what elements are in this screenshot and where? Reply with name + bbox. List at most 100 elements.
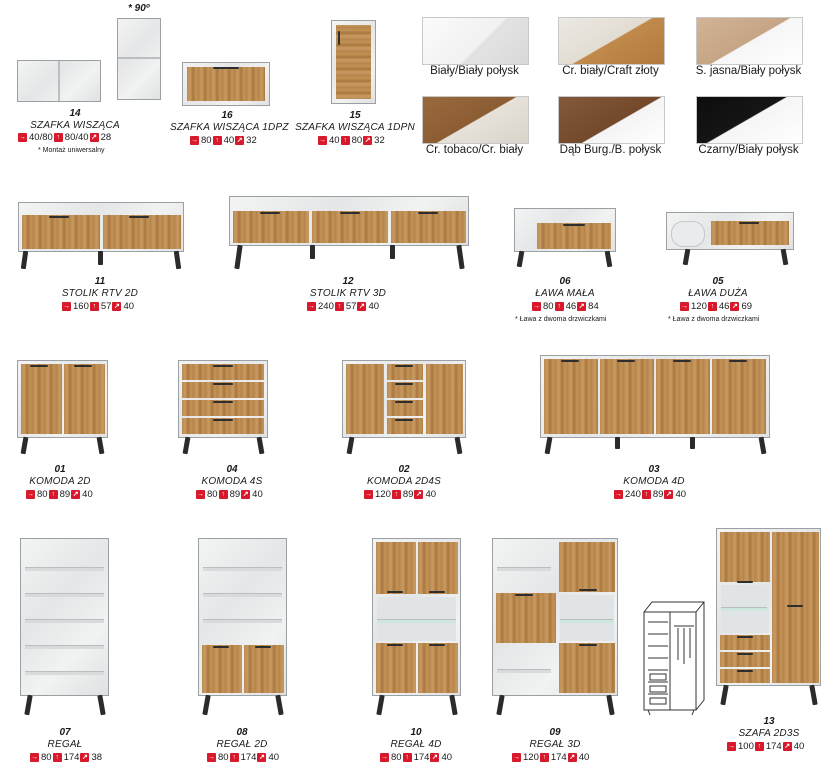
item-10-number: 10 <box>410 727 422 738</box>
arrow-right-icon: → <box>190 136 199 145</box>
arrow-right-icon: → <box>364 490 373 499</box>
item-15-name: SZAFKA WISZĄCA 1DPN <box>295 122 415 133</box>
wall-cabinet-1dpz <box>182 62 270 106</box>
item-13-name: SZAFA 2D3S <box>738 728 800 739</box>
item-14-name: SZAFKA WISZĄCA <box>30 120 120 131</box>
item-01-number: 01 <box>54 464 66 475</box>
arrow-right-icon: → <box>18 133 27 142</box>
bookcase-2d <box>198 538 287 696</box>
finish-label-3: S. jasna/Biały połysk <box>695 65 802 77</box>
item-12-number: 12 <box>342 276 354 287</box>
arrow-up-icon: ↑ <box>391 490 401 499</box>
arrow-up-icon: ↑ <box>554 302 564 311</box>
item-05-name: ŁAWA DUŻA <box>688 288 748 299</box>
arrow-right-icon: → <box>26 490 35 499</box>
item-16-name: SZAFKA WISZĄCA 1DPZ <box>170 122 289 133</box>
item-05-note: * Ława z dwoma drzwiczkami <box>668 316 760 323</box>
item-03-dimensions: →240 ↑89 ↗40 <box>614 489 687 500</box>
arrow-up-icon: ↑ <box>229 753 239 762</box>
arrow-diagonal-icon: ↗ <box>357 302 367 311</box>
finish-label-4: Cr. tobaco/Cr. biały <box>425 144 524 156</box>
arrow-up-icon: ↑ <box>212 136 222 145</box>
arrow-right-icon: → <box>196 490 205 499</box>
item-11-number: 11 <box>94 276 106 287</box>
arrow-right-icon: → <box>30 753 39 762</box>
item-07-dimensions: →80 ↑174 ↗38 <box>30 752 103 763</box>
coffee-table-small <box>514 208 616 252</box>
arrow-up-icon: ↑ <box>707 302 717 311</box>
top-note: * 90º <box>128 3 150 14</box>
item-06-name: ŁAWA MAŁA <box>535 288 595 299</box>
arrow-right-icon: → <box>614 490 623 499</box>
wall-cabinet-horizontal <box>17 60 101 102</box>
item-11-name: STOLIK RTV 2D <box>61 288 139 299</box>
item-05-number: 05 <box>712 276 724 287</box>
item-04-name: KOMODA 4S <box>201 476 263 487</box>
arrow-right-icon: → <box>680 302 689 311</box>
item-14-number: 14 <box>69 108 81 119</box>
item-02-name: KOMODA 2D4S <box>366 476 442 487</box>
arrow-right-icon: → <box>207 753 216 762</box>
finish-swatch-2 <box>558 17 665 65</box>
item-08-number: 08 <box>236 727 248 738</box>
finish-swatch-3 <box>696 17 803 65</box>
item-12-dimensions: →240 ↑57 ↗40 <box>307 301 380 312</box>
item-02-dimensions: →120 ↑89 ↗40 <box>364 489 437 500</box>
arrow-diagonal-icon: ↗ <box>782 742 792 751</box>
tv-stand-3d <box>229 196 469 246</box>
item-03-name: KOMODA 4D <box>623 476 685 487</box>
item-10-dimensions: →80 ↑174 ↗40 <box>380 752 453 763</box>
finish-label-5: Dąb Burg./B. połysk <box>559 144 662 156</box>
item-11-dimensions: →160 ↑57 ↗40 <box>62 301 135 312</box>
item-06-note: * Ława z dwoma drzwiczkami <box>515 316 607 323</box>
arrow-diagonal-icon: ↗ <box>241 490 251 499</box>
arrow-diagonal-icon: ↗ <box>89 133 99 142</box>
arrow-diagonal-icon: ↗ <box>430 753 440 762</box>
arrow-diagonal-icon: ↗ <box>112 302 122 311</box>
item-04-dimensions: →80 ↑89 ↗40 <box>196 489 263 500</box>
item-06-number: 06 <box>559 276 571 287</box>
arrow-up-icon: ↑ <box>641 490 651 499</box>
arrow-right-icon: → <box>307 302 316 311</box>
bookcase-4d <box>372 538 461 696</box>
item-07-number: 07 <box>59 727 71 738</box>
item-03-number: 03 <box>648 464 660 475</box>
wardrobe-2d3s <box>716 528 821 686</box>
finish-label-1: Biały/Biały połysk <box>430 65 519 77</box>
item-16-number: 16 <box>221 110 233 121</box>
finish-label-6: Czarny/Biały połysk <box>698 144 799 156</box>
item-08-dimensions: →80 ↑174 ↗40 <box>207 752 280 763</box>
item-07-name: REGAŁ <box>47 739 83 750</box>
arrow-up-icon: ↑ <box>340 136 350 145</box>
finish-swatch-4 <box>422 96 529 144</box>
arrow-diagonal-icon: ↗ <box>71 490 81 499</box>
finish-label-2: Cr. biały/Craft złoty <box>562 65 659 77</box>
arrow-right-icon: → <box>380 753 389 762</box>
wall-cabinet-vertical <box>117 18 161 100</box>
arrow-right-icon: → <box>318 136 327 145</box>
tv-stand-2d <box>18 202 184 252</box>
item-06-dimensions: →80 ↑46 ↗84 <box>532 301 599 312</box>
item-01-dimensions: →80 ↑89 ↗40 <box>26 489 93 500</box>
finish-swatch-6 <box>696 96 803 144</box>
arrow-up-icon: ↑ <box>402 753 412 762</box>
arrow-right-icon: → <box>532 302 541 311</box>
item-15-dimensions: →40 ↑80 ↗32 <box>318 135 385 146</box>
coffee-table-large <box>666 212 794 250</box>
arrow-up-icon: ↑ <box>754 742 764 751</box>
arrow-up-icon: ↑ <box>48 490 58 499</box>
item-01-name: KOMODA 2D <box>29 476 91 487</box>
item-04-number: 04 <box>226 464 238 475</box>
arrow-up-icon: ↑ <box>52 753 62 762</box>
item-13-number: 13 <box>763 716 775 727</box>
arrow-up-icon: ↑ <box>53 133 63 142</box>
arrow-diagonal-icon: ↗ <box>567 753 577 762</box>
arrow-up-icon: ↑ <box>334 302 344 311</box>
item-15-number: 15 <box>349 110 361 121</box>
item-10-name: REGAŁ 4D <box>390 739 442 750</box>
arrow-diagonal-icon: ↗ <box>80 753 90 762</box>
dresser-4s <box>178 360 268 438</box>
dresser-2d4s <box>342 360 466 438</box>
item-16-dimensions: →80 ↑40 ↗32 <box>190 135 257 146</box>
item-09-name: REGAŁ 3D <box>529 739 581 750</box>
